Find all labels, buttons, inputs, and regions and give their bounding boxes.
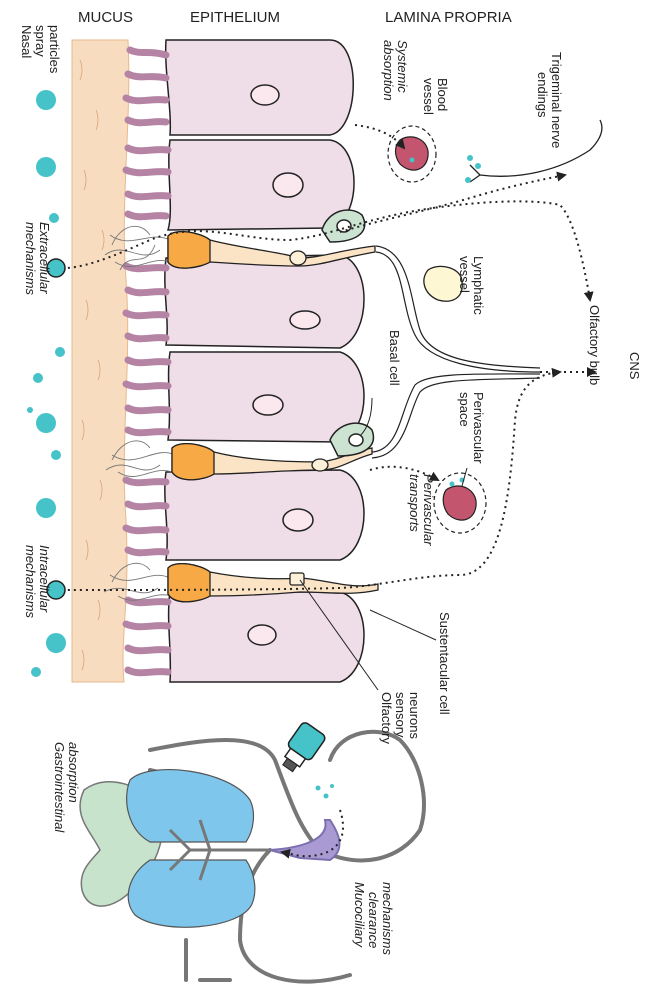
- label-systemic-absorption: Systemic absorption: [381, 40, 410, 101]
- svg-text:mechanisms: mechanisms: [380, 882, 395, 955]
- svg-text:Mucociliary: Mucociliary: [352, 882, 367, 949]
- svg-text:absorption: absorption: [381, 40, 396, 101]
- svg-text:clearance: clearance: [366, 892, 381, 948]
- svg-text:vessel: vessel: [457, 256, 472, 293]
- svg-text:Olfactory: Olfactory: [379, 692, 394, 745]
- svg-text:Basal cell: Basal cell: [387, 330, 402, 386]
- svg-text:Gastrointestinal: Gastrointestinal: [52, 742, 67, 833]
- label-sustentacular: Sustentacular cell: [437, 612, 452, 715]
- svg-text:particles: particles: [47, 25, 62, 74]
- svg-text:sensory: sensory: [393, 692, 408, 738]
- svg-text:mechanisms: mechanisms: [23, 545, 38, 618]
- svg-text:Perivascular: Perivascular: [471, 392, 486, 464]
- nasal-tract: [270, 820, 339, 860]
- svg-text:Intracellular: Intracellular: [37, 545, 52, 613]
- svg-text:Perivascular: Perivascular: [421, 474, 436, 546]
- label-lymphatic: Lymphatic vessel: [457, 256, 486, 315]
- label-gastrointestinal: Gastrointestinal absorption: [52, 742, 81, 833]
- lamina-propria-header: LAMINA PROPRIA: [385, 9, 512, 26]
- label-intracellular: Intracellular mechanisms: [23, 545, 52, 618]
- svg-text:transports: transports: [407, 474, 422, 532]
- trigeminal-nerve: [470, 120, 602, 182]
- epithelium-header: EPITHELIUM: [190, 9, 280, 26]
- svg-text:Blood: Blood: [435, 78, 450, 111]
- label-nasal-spray: Nasal spray particles: [19, 25, 62, 74]
- trigeminal-particles: [465, 155, 481, 183]
- label-olfactory-neurons: Olfactory sensory neurons: [379, 692, 422, 745]
- svg-text:Sustentacular cell: Sustentacular cell: [437, 612, 452, 715]
- mucus-header: MUCUS: [78, 9, 133, 26]
- label-perivascular-space: Perivascular space: [457, 392, 486, 464]
- cilia: [126, 50, 168, 673]
- label-blood-vessel: Blood vessel: [421, 78, 450, 115]
- svg-text:Lymphatic: Lymphatic: [471, 256, 486, 315]
- lymphatic-vessel: [424, 266, 462, 301]
- blood-vessel-bottom: [434, 473, 486, 533]
- svg-text:absorption: absorption: [66, 742, 81, 803]
- spray-bottle-icon: [276, 721, 326, 776]
- svg-text:vessel: vessel: [421, 78, 436, 115]
- label-extracellular: Extracellular mechanisms: [23, 222, 52, 295]
- svg-text:mechanisms: mechanisms: [23, 222, 38, 295]
- spray-droplets: [316, 784, 335, 799]
- svg-text:CNS: CNS: [627, 352, 642, 380]
- label-basal-cell: Basal cell: [387, 330, 402, 386]
- svg-text:spray: spray: [33, 25, 48, 57]
- svg-text:Nasal: Nasal: [19, 25, 34, 58]
- svg-text:space: space: [457, 392, 472, 427]
- blood-vessel-top: [388, 126, 436, 182]
- label-trigeminal: Trigeminal nerve endings: [535, 52, 564, 148]
- svg-text:Olfactory bulb: Olfactory bulb: [587, 305, 602, 385]
- label-mucociliary: Mucociliary clearance mechanisms: [352, 882, 395, 955]
- label-cns: CNS: [627, 352, 642, 380]
- label-perivascular-transports: Perivascular transports: [407, 474, 436, 546]
- svg-text:Trigeminal nerve: Trigeminal nerve: [549, 52, 564, 148]
- label-olfactory-bulb: Olfactory bulb: [587, 305, 602, 385]
- mucus-layer: [72, 40, 129, 682]
- svg-text:Extracellular: Extracellular: [37, 222, 52, 294]
- svg-text:Systemic: Systemic: [395, 40, 410, 93]
- svg-text:neurons: neurons: [407, 692, 422, 739]
- svg-text:endings: endings: [535, 72, 550, 118]
